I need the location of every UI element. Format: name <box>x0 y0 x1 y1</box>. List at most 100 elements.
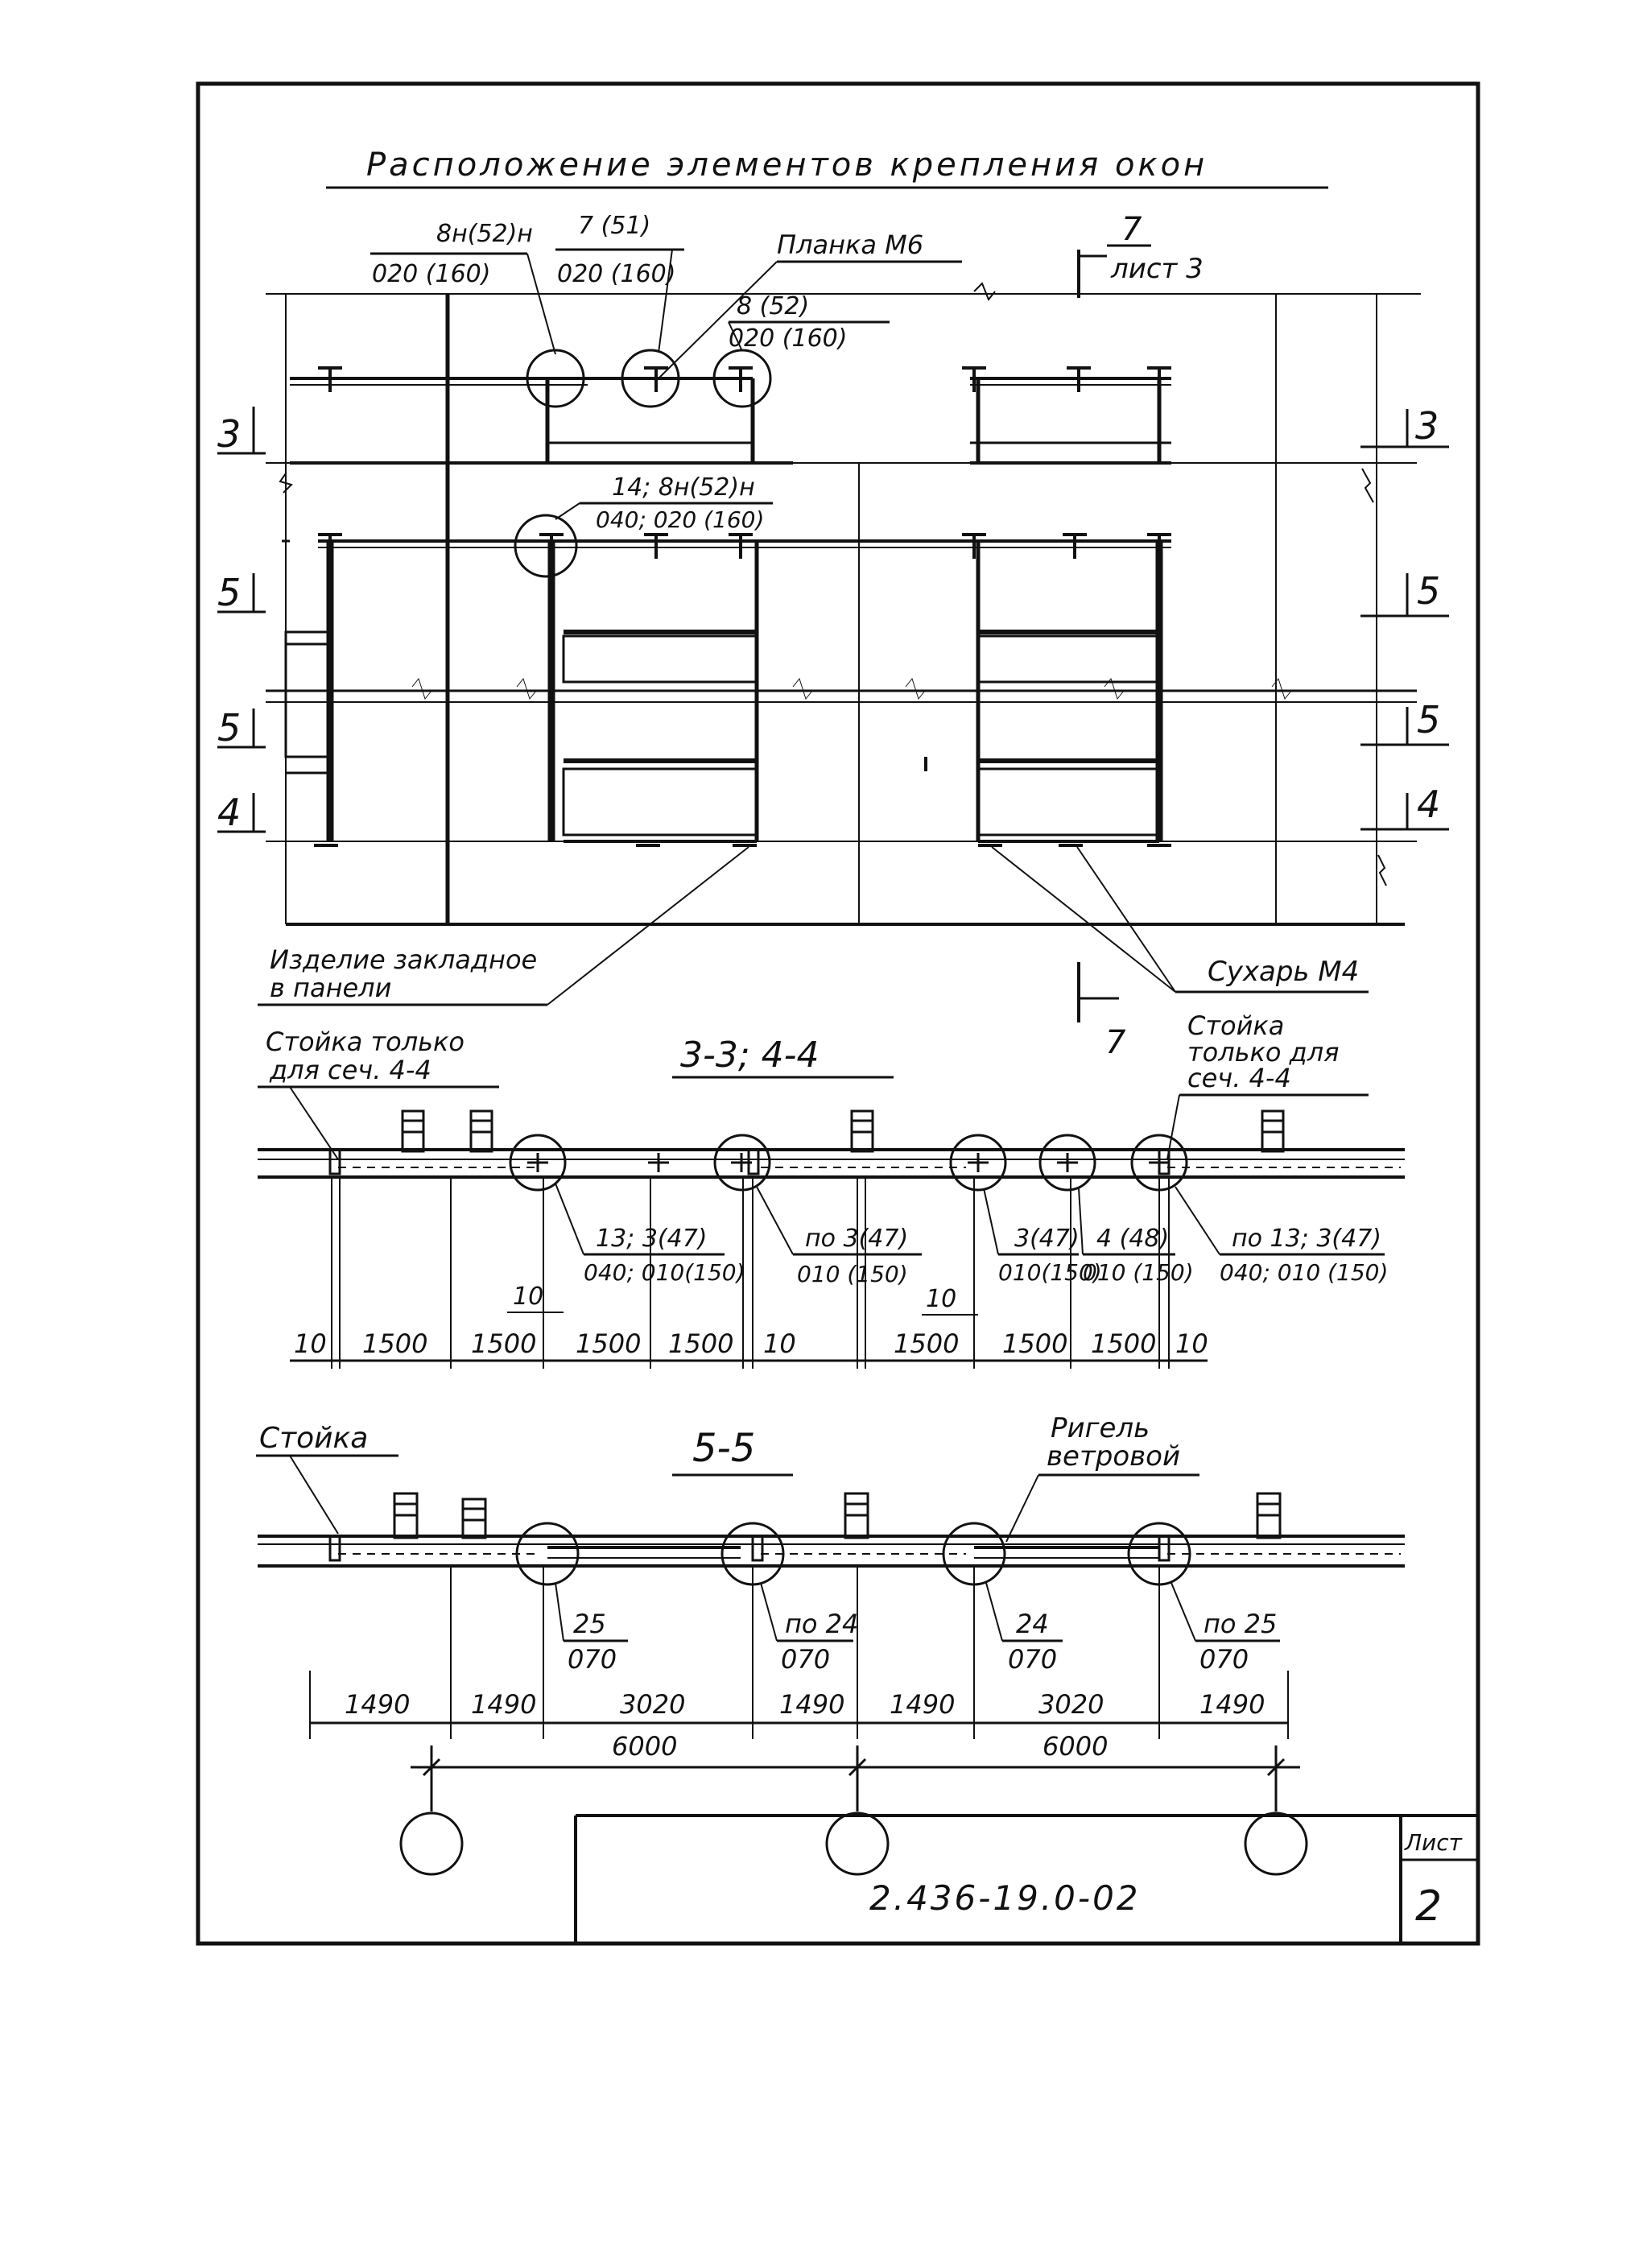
section-55-title: 5-5 <box>692 1426 755 1471</box>
elevation-callouts: 8н(52)н 020 (160) 7 (51) 020 (160) Планк… <box>258 212 1369 1006</box>
section-55-dim-1: 1490 <box>345 1689 410 1720</box>
section-33-gap-2: 10 <box>926 1285 956 1313</box>
section-55-dim-7: 1490 <box>1199 1689 1265 1720</box>
embedded-item-leader <box>547 846 749 1006</box>
section-marks-right: 3 5 5 4 <box>1360 404 1449 831</box>
section-55-columns <box>393 1492 1282 1539</box>
section-55-callout-2-bottom: 070 <box>781 1644 830 1675</box>
axis-bubble-1 <box>399 1812 464 1876</box>
overall-dim-2: 6000 <box>1043 1731 1108 1762</box>
section-mark-left-5b: 5 <box>217 706 241 750</box>
section-55-callout-4-top: по 25 <box>1204 1609 1277 1639</box>
section-33-callout-4-top: 4 (48) <box>1096 1225 1169 1253</box>
section-mark-right-5a: 5 <box>1417 569 1440 613</box>
section-33-dim-4: 1500 <box>576 1328 641 1359</box>
section-33-columns <box>401 1109 1285 1153</box>
section-55-dim-6: 3020 <box>1038 1689 1104 1720</box>
section-33-callout-4-bottom: 010 (150) <box>1083 1259 1194 1286</box>
section-33-dim-2: 1500 <box>362 1328 427 1359</box>
section-55-note-left: Стойка <box>259 1422 368 1455</box>
axis-bubble-3 <box>1244 1812 1308 1876</box>
section-33-callout-5-top: по 13; 3(47) <box>1232 1225 1381 1253</box>
section-33-callout-1-bottom: 040; 010(150) <box>584 1259 745 1286</box>
section-55-extension-lines <box>309 1566 1289 1739</box>
section-55-callout-3-bottom: 070 <box>1008 1644 1057 1675</box>
section-33-extension-lines <box>331 1177 1170 1369</box>
callout-14-sub: 040; 020 (160) <box>596 506 764 533</box>
section-mark-right-3: 3 <box>1415 404 1439 448</box>
section-33-callout-3-bottom: 010(150) <box>998 1259 1102 1286</box>
section-cut-7-sheet: лист 3 <box>1110 253 1204 285</box>
window-rails-row-4-5 <box>266 539 1417 843</box>
section-33-dim-5: 1500 <box>668 1328 733 1359</box>
section-33-dim-3: 1500 <box>471 1328 536 1359</box>
section-33-dim-6: 10 <box>763 1328 796 1359</box>
sheet-number: 2 <box>1415 1882 1442 1931</box>
section-33-dim-7: 1500 <box>894 1328 959 1359</box>
section-55: 5-5 Стойка Ригель ветровой <box>256 1412 1405 1876</box>
section-55-callout-4-bottom: 070 <box>1199 1644 1249 1675</box>
section-33-note-left-2: для сеч. 4-4 <box>269 1055 431 1085</box>
window-rails-row-3 <box>290 377 1171 465</box>
sukhar-leader-1 <box>991 846 1176 993</box>
drawing-title: Расположение элементов крепления окон <box>366 147 1208 184</box>
callout-7-51-sub: 020 (160) <box>557 260 675 288</box>
section-33-dim-10: 10 <box>1175 1328 1208 1359</box>
section-33-note-right-2: только для <box>1187 1037 1339 1068</box>
callout-8-52-sub: 020 (160) <box>729 324 847 353</box>
section-55-note-right-1: Ригель <box>1051 1412 1150 1444</box>
plank-m6-leader <box>658 261 778 379</box>
section-mark-left-5a: 5 <box>217 571 241 614</box>
drawing-code: 2.436-19.0-02 <box>869 1878 1141 1918</box>
section-33-44: 3-3; 4-4 Стойка только для сеч. 4-4 Стой… <box>258 1010 1405 1369</box>
section-33-dim-9: 1500 <box>1091 1328 1156 1359</box>
callout-7-51-label: 7 (51) <box>578 212 650 240</box>
section-55-dim-2: 1490 <box>471 1689 536 1720</box>
section-cut-7-number-top: 7 <box>1121 211 1142 248</box>
section-55-note-right-2: ветровой <box>1047 1440 1180 1473</box>
sheet-label: Лист <box>1404 1829 1463 1856</box>
section-33-callout-5-bottom: 040; 010 (150) <box>1220 1259 1388 1286</box>
section-cut-7-number-bottom: 7 <box>1105 1024 1126 1061</box>
section-33-callout-2-top: по 3(47) <box>805 1225 908 1253</box>
section-cut-7: 7 лист 3 7 <box>1077 211 1204 1061</box>
section-55-callout-1-bottom: 070 <box>568 1644 617 1675</box>
section-33-crosses <box>527 1153 1170 1172</box>
section-marks-left: 3 5 5 4 <box>217 407 266 834</box>
sukhar-leader-2 <box>1076 846 1176 993</box>
sheet-frame <box>196 81 1480 1946</box>
axis-bubble-2 <box>825 1812 890 1876</box>
embedded-item-label-1: Изделие закладное <box>270 944 537 975</box>
section-33-dim-8: 1500 <box>1002 1328 1067 1359</box>
callout-8n52n-leader <box>526 253 556 355</box>
section-55-dim-5: 1490 <box>890 1689 955 1720</box>
callout-7-51-leader <box>658 249 673 353</box>
overall-dim-1: 6000 <box>612 1731 677 1762</box>
callout-14-leader <box>555 502 580 520</box>
plank-m6-label: Планка М6 <box>777 229 923 260</box>
section-33-gap-1: 10 <box>513 1283 543 1311</box>
embedded-item-label-2: в панели <box>270 973 391 1003</box>
section-55-dim-4: 1490 <box>779 1689 844 1720</box>
section-mark-left-4: 4 <box>217 791 241 834</box>
section-33-note-left-1: Стойка только <box>266 1027 464 1057</box>
section-33-dim-1: 10 <box>294 1328 327 1359</box>
section-33-callout-circles <box>509 1134 1188 1192</box>
section-mark-right-4: 4 <box>1417 783 1440 826</box>
title-block: 2.436-19.0-02 Лист 2 <box>574 1814 1478 1944</box>
overall-dim-ticks <box>422 1745 1286 1812</box>
callout-8n52n-sub: 020 (160) <box>372 260 490 288</box>
section-55-callout-3-top: 24 <box>1016 1609 1049 1639</box>
section-33-44-title: 3-3; 4-4 <box>680 1035 820 1076</box>
callout-8n52n-label: 8н(52)н <box>436 220 533 248</box>
section-55-callout-1-top: 25 <box>573 1609 606 1639</box>
callout-14-label: 14; 8н(52)н <box>612 473 755 502</box>
section-33-note-right-3: сеч. 4-4 <box>1187 1063 1291 1093</box>
section-33-callout-1-top: 13; 3(47) <box>596 1225 708 1253</box>
section-33-callout-2-bottom: 010 (150) <box>797 1261 908 1287</box>
section-55-callout-2-top: по 24 <box>785 1609 858 1639</box>
embedded-plates <box>314 366 1171 847</box>
section-33-note-right-1: Стойка <box>1187 1010 1284 1041</box>
